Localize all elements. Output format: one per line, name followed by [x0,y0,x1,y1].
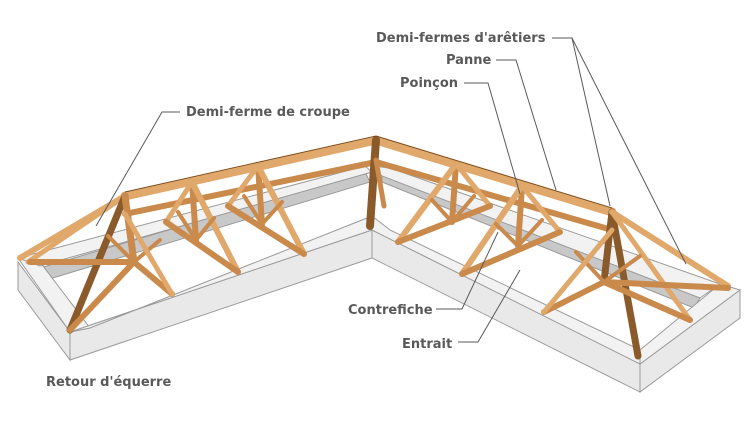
right-hip-rafter-side [609,209,731,289]
truss-2-rafter-back [225,163,261,209]
leader-hip-half-trusses-2 [571,37,687,265]
right-tie-beam [541,279,607,315]
right-jack-rafter [541,227,615,315]
left-jack-rafter [122,211,175,297]
label-hip-half-trusses: Demi-fermes d'arêtiers [376,31,546,46]
truss-1-tie-beam [163,219,241,275]
ridge-purlin-main-lower [122,159,379,217]
right-hip-rafter-back [609,209,693,323]
leader-king-post [464,82,521,195]
leader-purlin [496,59,557,191]
right-tie-beam-side [601,279,731,291]
ridge-purlin-main-upper [120,135,381,201]
truss-2-strut-a [242,194,264,226]
timber-frame [17,135,731,360]
left-tie-beam-front [131,259,175,297]
labels: Demi-fermes d'arêtiers Panne Poinçon Dem… [46,31,546,390]
truss-2-rafter-front [255,163,307,257]
truss-1-strut-a [176,210,198,242]
ridge-purlin-return-lower [373,159,615,233]
corner-king-post [366,136,380,230]
right-strut-1 [574,250,606,284]
label-strut: Contrefiche [348,303,433,318]
label-tie-beam: Entrait [402,337,452,352]
left-hip-rafter-side [25,193,128,265]
left-end-tie [67,259,137,333]
label-purlin: Panne [446,53,491,68]
leader-hip-half-trusses-1 [552,37,611,207]
truss-b-tie-beam [459,229,563,277]
truss-a-king-post [449,161,459,225]
truss-b-strut-a [494,222,520,248]
left-king-post [121,192,138,266]
truss-a-strut-a [430,198,454,224]
truss-1-rafter-back [163,179,195,225]
truss-2-tie-beam [225,203,307,257]
truss-1-king-post [189,179,199,243]
leader-lines [95,37,687,343]
leader-end-half-truss [95,111,180,227]
truss-2-king-post [255,163,265,227]
label-end-half-truss: Demi-ferme de croupe [186,105,350,120]
label-corner-return: Retour d'équerre [46,375,171,390]
truss-b-rafter-back [519,183,563,235]
left-strut-1 [106,234,136,264]
truss-a-tie-beam [395,203,493,245]
leader-tie-beam [458,269,521,343]
truss-1-strut-b [194,216,216,242]
ridge-edge-line [124,135,613,209]
right-end-tie [601,279,693,323]
truss-b-strut-b [516,218,544,248]
corner-strut [373,157,387,209]
truss-b-king-post [515,183,525,249]
label-king-post: Poinçon [400,76,458,91]
ridge-purlin-return-upper [371,135,617,217]
leader-strut [436,231,499,310]
wall-right-top [639,283,742,365]
right-strut-2 [602,254,642,284]
truss-a-rafter-back [453,161,493,209]
truss-2-strut-b [260,200,284,226]
truss-a-rafter-front [395,161,459,245]
truss-1-rafter-front [189,179,241,275]
truss-b-rafter-front [459,183,525,277]
truss-a-strut-b [450,194,476,224]
